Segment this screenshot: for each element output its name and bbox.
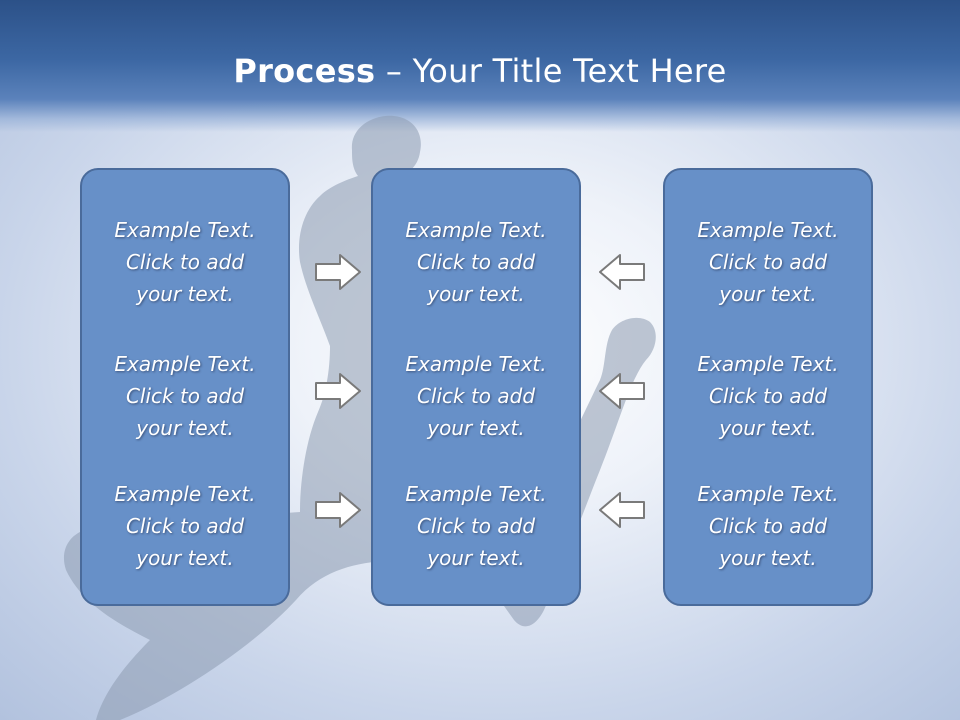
title-rest: – Your Title Text Here (375, 52, 727, 90)
text-block[interactable]: Example Text. Click to add your text. (82, 478, 288, 574)
text-line: Example Text. (405, 482, 547, 506)
text-block[interactable]: Example Text. Click to add your text. (82, 214, 288, 310)
right-arrow-icon (315, 254, 361, 290)
text-block[interactable]: Example Text. Click to add your text. (373, 214, 579, 310)
left-arrow-icon (599, 254, 645, 290)
text-line: Click to add (125, 250, 245, 274)
text-block[interactable]: Example Text. Click to add your text. (665, 478, 871, 574)
text-line: your text. (136, 546, 234, 570)
text-line: your text. (136, 416, 234, 440)
text-line: your text. (427, 282, 525, 306)
text-line: your text. (427, 416, 525, 440)
text-line: Example Text. (114, 352, 256, 376)
text-line: Example Text. (697, 352, 839, 376)
text-line: Click to add (416, 384, 536, 408)
text-line: Example Text. (114, 482, 256, 506)
text-line: Example Text. (405, 218, 547, 242)
text-line: Example Text. (405, 352, 547, 376)
text-line: Click to add (708, 250, 828, 274)
text-line: Click to add (416, 514, 536, 538)
text-line: your text. (719, 416, 817, 440)
text-line: your text. (719, 282, 817, 306)
text-line: Click to add (125, 514, 245, 538)
text-block[interactable]: Example Text. Click to add your text. (82, 348, 288, 444)
right-arrow-icon (315, 492, 361, 528)
right-process-panel[interactable]: Example Text. Click to add your text. Ex… (663, 168, 873, 606)
text-block[interactable]: Example Text. Click to add your text. (665, 348, 871, 444)
text-line: your text. (136, 282, 234, 306)
text-line: your text. (719, 546, 817, 570)
text-line: Click to add (416, 250, 536, 274)
slide-title: Process – Your Title Text Here (0, 52, 960, 90)
text-line: Click to add (708, 514, 828, 538)
text-line: Example Text. (114, 218, 256, 242)
left-process-panel[interactable]: Example Text. Click to add your text. Ex… (80, 168, 290, 606)
text-line: Click to add (708, 384, 828, 408)
text-line: Example Text. (697, 482, 839, 506)
title-banner (0, 0, 960, 132)
text-line: your text. (427, 546, 525, 570)
text-line: Click to add (125, 384, 245, 408)
text-block[interactable]: Example Text. Click to add your text. (373, 478, 579, 574)
title-bold: Process (233, 52, 376, 90)
center-process-panel[interactable]: Example Text. Click to add your text. Ex… (371, 168, 581, 606)
text-block[interactable]: Example Text. Click to add your text. (665, 214, 871, 310)
left-arrow-icon (599, 492, 645, 528)
text-line: Example Text. (697, 218, 839, 242)
text-block[interactable]: Example Text. Click to add your text. (373, 348, 579, 444)
right-arrow-icon (315, 373, 361, 409)
left-arrow-icon (599, 373, 645, 409)
